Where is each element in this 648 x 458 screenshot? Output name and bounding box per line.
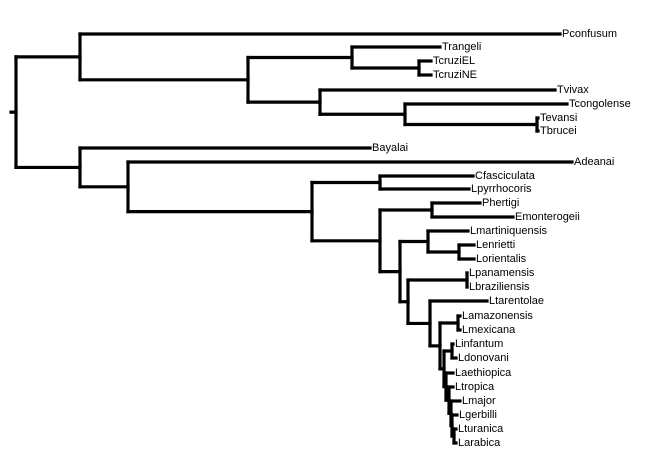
leaf-label-linfantum: Linfantum bbox=[455, 338, 503, 350]
leaf-label-emonterogeii: Emonterogeii bbox=[515, 211, 580, 223]
leaf-label-ltarentolae: Ltarentolae bbox=[489, 295, 544, 307]
leaf-label-phertigi: Phertigi bbox=[482, 197, 519, 209]
leaf-label-ltropica: Ltropica bbox=[455, 381, 495, 393]
leaf-label-bayalai: Bayalai bbox=[372, 142, 408, 154]
leaf-label-tcruziel: TcruziEL bbox=[433, 55, 475, 67]
leaf-label-tbrucei: Tbrucei bbox=[540, 125, 577, 137]
leaf-label-lamazonensis: Lamazonensis bbox=[462, 310, 533, 322]
leaf-label-cfasciculata: Cfasciculata bbox=[475, 170, 536, 182]
leaf-label-lpyrrhocoris: Lpyrrhocoris bbox=[471, 183, 532, 195]
leaf-label-lbraziliensis: Lbraziliensis bbox=[469, 281, 530, 293]
leaf-label-lorientalis: Lorientalis bbox=[476, 253, 527, 265]
leaf-label-trangeli: Trangeli bbox=[442, 41, 481, 53]
leaf-label-lmexicana: Lmexicana bbox=[462, 324, 516, 336]
leaf-label-tevansi: Tevansi bbox=[540, 112, 577, 124]
leaf-label-lmajor: Lmajor bbox=[462, 395, 496, 407]
leaf-label-ldonovani: Ldonovani bbox=[458, 352, 509, 364]
leaf-label-lturanica: Lturanica bbox=[458, 423, 504, 435]
leaf-label-pconfusum: Pconfusum bbox=[562, 28, 617, 40]
leaf-label-tvivax: Tvivax bbox=[557, 84, 589, 96]
leaf-label-larabica: Larabica bbox=[458, 437, 501, 449]
leaf-label-lgerbilli: Lgerbilli bbox=[459, 409, 497, 421]
leaf-label-lenrietti: Lenrietti bbox=[476, 239, 515, 251]
leaf-label-adeanai: Adeanai bbox=[574, 156, 614, 168]
leaf-label-lmartiniquensis: Lmartiniquensis bbox=[470, 225, 548, 237]
leaf-label-tcongolense: Tcongolense bbox=[569, 98, 631, 110]
leaf-label-laethiopica: Laethiopica bbox=[455, 367, 512, 379]
leaf-label-tcruzine: TcruziNE bbox=[433, 69, 477, 81]
tree-branches bbox=[9, 32, 574, 445]
leaf-label-lpanamensis: Lpanamensis bbox=[469, 267, 535, 279]
